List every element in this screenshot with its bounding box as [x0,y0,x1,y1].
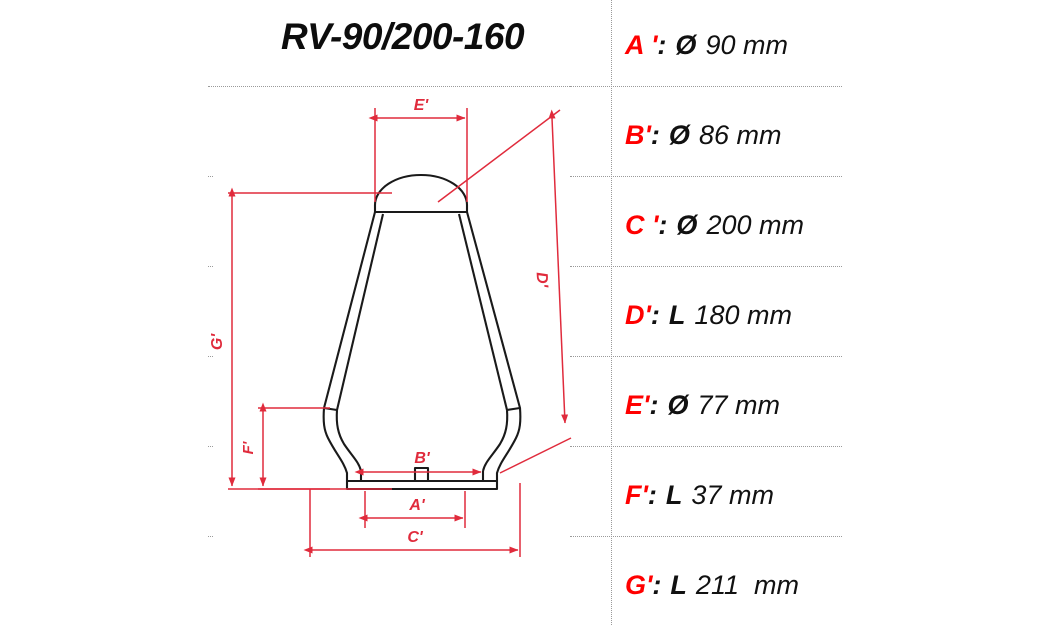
spec-row-f: F' : L 37 mm [611,450,1051,540]
dimension-label-e: E' [414,97,430,114]
dimension-label-g: G' [209,333,226,350]
spec-colon-c: : [658,209,668,240]
dimension-label-d: D' [533,272,551,289]
spec-colon-b: : [650,119,660,150]
spec-label-g: G' [625,569,653,600]
row-separator-stub [208,176,213,177]
spec-label-c: C ' [625,209,659,240]
spec-colon-e: : [649,389,659,420]
spec-colon-a: : [657,29,667,60]
specification-table: A ' : Ø 90 mm B' : Ø 86 mm C ' : Ø 200 m… [611,0,1051,625]
row-separator-stub [208,266,213,267]
spec-value-e: 77 mm [697,389,780,420]
spec-row-a: A ' : Ø 90 mm [611,0,1051,90]
spec-label-d: D' [625,299,651,330]
dimension-label-b: B' [414,450,431,467]
title-underline [208,86,600,87]
dimension-c [303,483,521,557]
spec-row-c: C ' : Ø 200 mm [611,180,1051,270]
spec-row-d: D' : L 180 mm [611,270,1051,360]
dimension-f [258,402,330,490]
diameter-symbol-c: Ø [676,209,698,240]
length-symbol-g: L [670,569,687,600]
technical-drawing: E' D' G' F' B' A' C' [0,90,611,625]
column-divider [611,0,612,625]
spec-label-e: E' [625,389,650,420]
spec-row-e: E' : Ø 77 mm [611,360,1051,450]
spec-label-f: F' [625,479,648,510]
dimension-label-f: F' [240,441,257,454]
spec-value-d: 180 mm [694,299,792,330]
row-separator [570,356,842,357]
diameter-symbol-a: Ø [675,29,697,60]
length-symbol-d: L [668,299,686,330]
row-separator-stub [208,356,213,357]
spec-value-c: 200 mm [706,209,804,240]
cone-body-outline [322,173,522,491]
length-symbol-f: L [665,479,683,510]
dimension-d [437,109,572,474]
spec-value-f: 37 mm [691,479,774,510]
row-separator [570,266,842,267]
spec-row-b: B' : Ø 86 mm [611,90,1051,180]
spec-value-g: 211 mm [695,569,799,600]
diameter-symbol-e: Ø [667,389,689,420]
dimension-e [368,108,468,202]
spec-value-b: 86 mm [698,119,782,150]
row-separator [570,446,842,447]
page-title: RV-90/200-160 [280,16,525,57]
row-separator-stub [208,536,213,537]
spec-colon-f: : [647,479,657,510]
spec-label-b: B' [625,119,651,150]
spec-label-a: A ' [625,29,658,60]
row-separator [570,86,842,87]
dimension-label-c: C' [407,529,424,546]
dimension-a [358,491,466,528]
row-separator [570,176,842,177]
row-separator-stub [208,446,213,447]
row-separator [570,536,842,537]
diameter-symbol-b: Ø [668,119,690,150]
spec-row-g: G' : L 211 mm [611,540,1051,630]
spec-colon-d: : [650,299,660,330]
spec-colon-g: : [652,569,662,600]
dimension-label-a: A' [408,497,426,514]
spec-value-a: 90 mm [705,29,788,60]
